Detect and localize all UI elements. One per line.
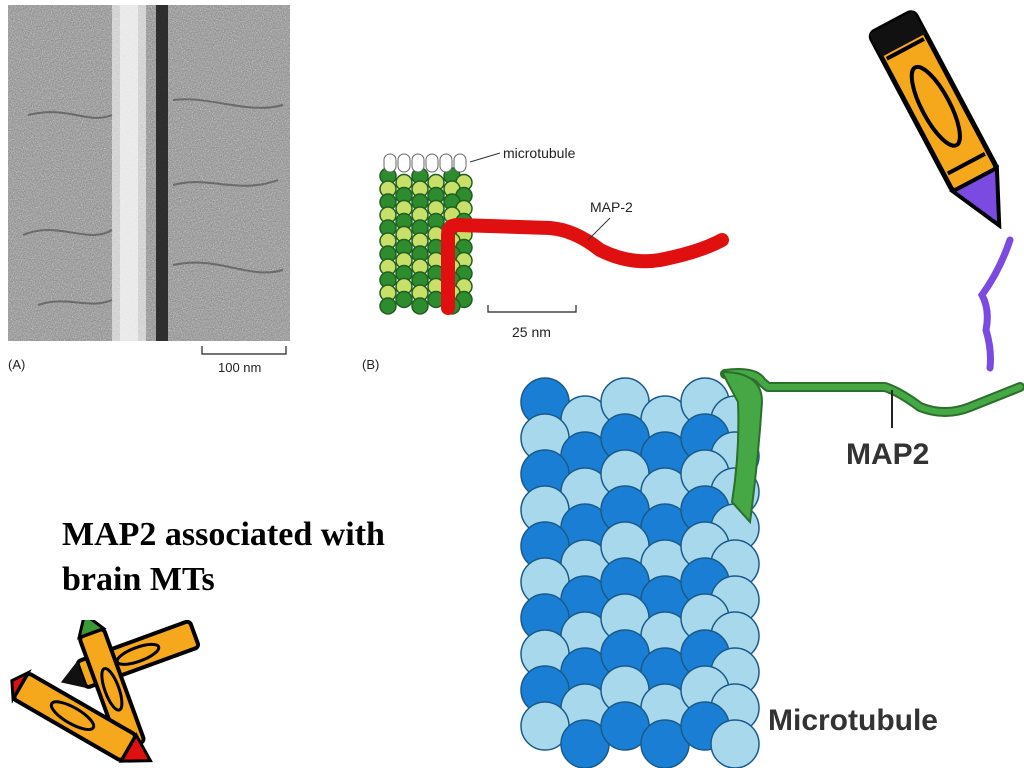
protofilament-end [397,153,411,173]
scale-bar-a [201,346,287,355]
tubulin-subunit-small [379,297,397,315]
microtubule-label-large: Microtubule [768,704,938,737]
pencil-icon [868,10,1014,372]
microtubule-map2-diagram: microtubule MAP-2 25 nm [379,145,729,340]
map2-protein-red [441,218,729,315]
map2-protein-green [722,370,1023,415]
scale-bar-b-label: 25 nm [512,324,551,340]
panel-a-label: (A) [8,357,26,372]
microtubule-diagram-large: MAP2 Microtubule [520,368,1024,768]
protofilament-end [439,153,453,173]
small-microtubule [379,153,473,315]
caption-line-1: MAP2 associated with [62,516,385,553]
scale-bar-b [487,305,577,313]
scale-bar-a-label: 100 nm [218,360,262,375]
panel-b-label: (B) [362,357,380,372]
large-microtubule [520,377,760,768]
map2-label: MAP2 [846,438,929,471]
protofilament-end [453,153,467,173]
map2-label-small: MAP-2 [590,199,633,215]
protofilament-end [383,153,397,173]
electron-micrograph [8,5,290,341]
tubulin-subunit [710,719,760,768]
crayon-icon [10,620,200,763]
tubulin-subunit-small [411,297,429,315]
protofilament-end [411,153,425,173]
protofilament-end [425,153,439,173]
caption-line-2: brain MTs [62,561,215,598]
tubulin-subunit-small [395,290,413,309]
microtubule-label: microtubule [503,145,576,161]
slide-caption: MAP2 associated with brain MTs [62,512,482,602]
